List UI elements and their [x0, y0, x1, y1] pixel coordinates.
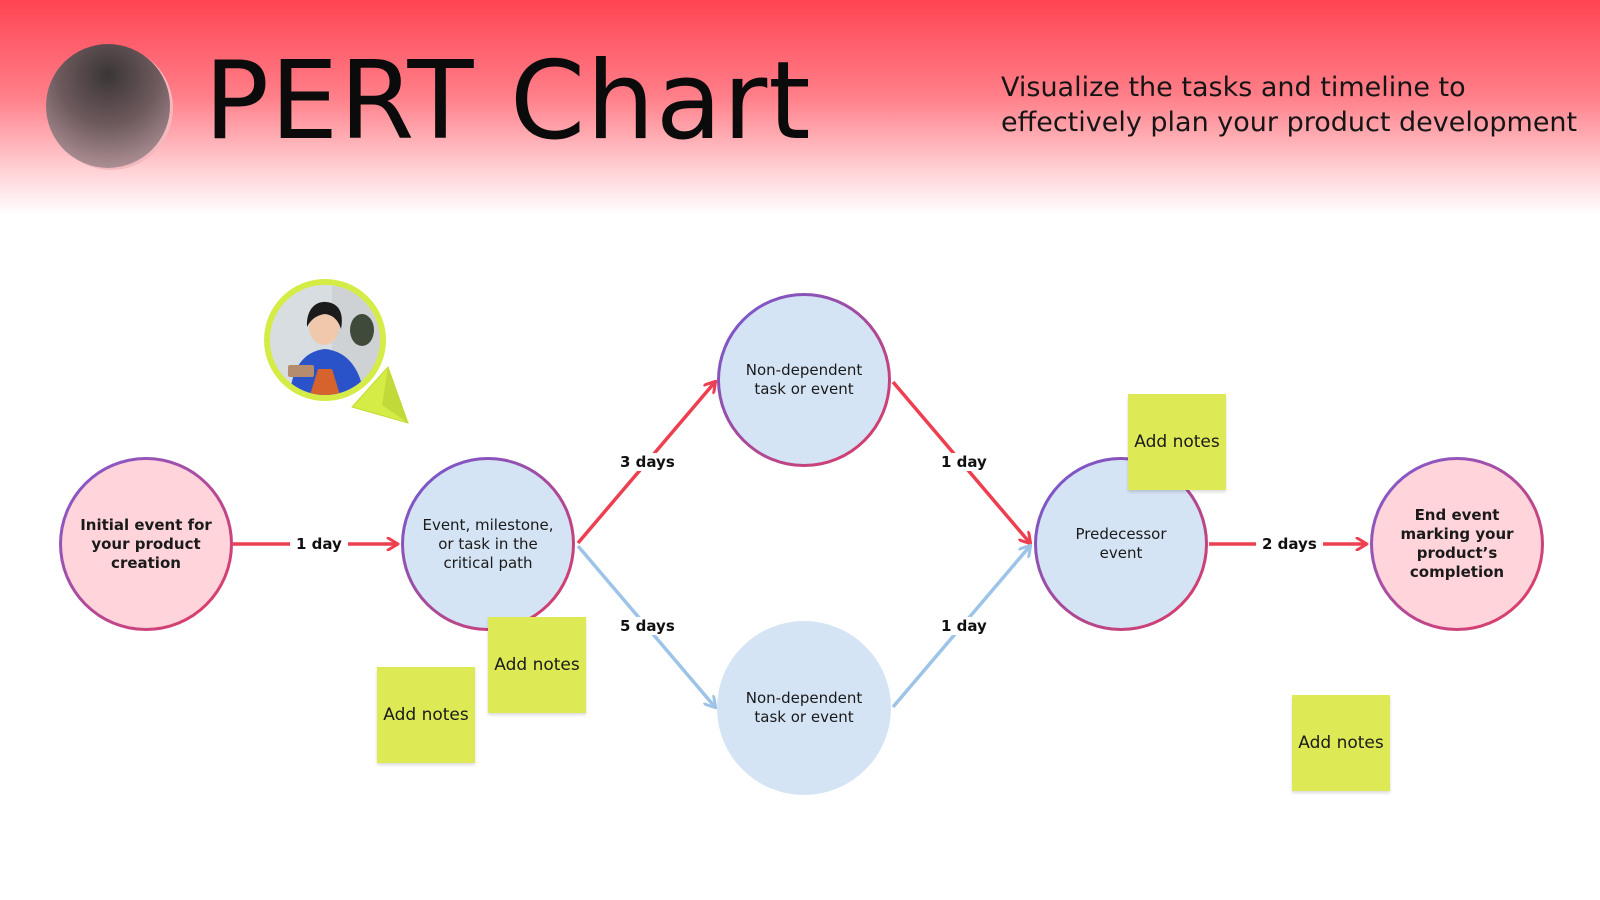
person-photo-icon	[270, 285, 380, 395]
edge-label-critical-to-lower: 5 days	[614, 617, 681, 635]
page-subtitle: Visualize the tasks and timeline to effe…	[1001, 72, 1578, 138]
header-band	[0, 0, 1600, 215]
edge-label-upper-to-predecessor: 1 day	[935, 453, 993, 471]
logo-circle	[46, 44, 170, 168]
edge-label-lower-to-predecessor: 1 day	[935, 617, 993, 635]
sticky-note[interactable]: Add notes	[488, 617, 586, 713]
page-title: PERT Chart	[204, 39, 812, 164]
node-lower-task[interactable]: Non-dependent task or event	[717, 621, 891, 795]
sticky-note[interactable]: Add notes	[377, 667, 475, 763]
node-critical-event[interactable]: Event, milestone, or task in the critica…	[401, 457, 575, 631]
edge-label-start-to-critical: 1 day	[290, 535, 348, 553]
collaborator-avatar[interactable]	[264, 279, 386, 401]
sticky-note[interactable]: Add notes	[1292, 695, 1390, 791]
edge-label-predecessor-to-end: 2 days	[1256, 535, 1323, 553]
edge-label-critical-to-upper: 3 days	[614, 453, 681, 471]
node-upper-task[interactable]: Non-dependent task or event	[717, 293, 891, 467]
node-end-event[interactable]: End event marking your product’s complet…	[1370, 457, 1544, 631]
node-initial-event[interactable]: Initial event for your product creation	[59, 457, 233, 631]
cursor-pointer-icon	[351, 366, 409, 424]
sticky-note[interactable]: Add notes	[1128, 394, 1226, 490]
